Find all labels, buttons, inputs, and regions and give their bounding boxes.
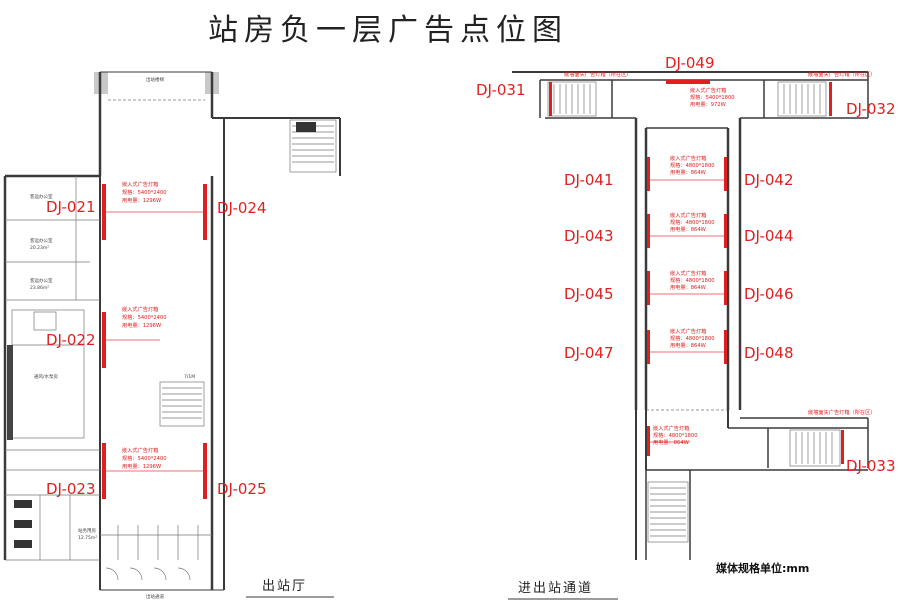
svg-text:用电量：1296W: 用电量：1296W [122,196,161,204]
ad-box-dj046 [724,271,727,305]
room-label-stair: 7/1M [184,374,195,380]
room-label-office3-area: 23.86m² [30,285,49,291]
note-corner-lower: 嵌墙面矢广告灯箱（所在区） [808,408,875,416]
svg-text:嵌入式广告灯箱: 嵌入式广告灯箱 [670,154,706,162]
note-dj022: 嵌入式广告灯箱 规格：5400*2400 用电量：1296W [122,305,167,329]
svg-text:规格：5400*2400: 规格：5400*2400 [122,313,167,321]
ad-box-dj021 [102,184,106,240]
left-plan: 出站楼梯 客运办公室 客运办公室 20.23m² 客运办公室 23.86m² 通… [3,71,341,600]
unit-note: 媒体规格单位:mm [715,561,809,575]
note-dj041: 嵌入式广告灯箱 规格：4800*1800 用电量：864W [670,154,715,176]
marker-dj021: DJ-021 [46,198,95,216]
svg-text:规格：4800*1800: 规格：4800*1800 [670,334,715,342]
marker-dj044: DJ-044 [744,227,793,245]
svg-text:规格：4800*1800: 规格：4800*1800 [670,161,715,169]
ad-box-dj025 [203,443,207,499]
room-label-office2: 客运办公室 [30,237,53,244]
room-label-room-bottom-area: 12.75m² [78,535,97,541]
svg-text:规格：4800*1800: 规格：4800*1800 [670,276,715,284]
svg-text:用电量：1296W: 用电量：1296W [122,462,161,470]
svg-text:用电量：864W: 用电量：864W [670,225,706,233]
svg-text:用电量：864W: 用电量：864W [670,283,706,291]
ad-box-dj042 [724,157,727,191]
svg-text:用电量：1296W: 用电量：1296W [122,321,161,329]
svg-text:嵌入式广告灯箱: 嵌入式广告灯箱 [670,211,706,219]
marker-dj041: DJ-041 [564,171,613,189]
ad-box-dj024 [203,184,207,240]
svg-text:规格：5400*2400: 规格：5400*2400 [122,188,167,196]
note-top: 嵌入式广告灯箱 规格：5400*1800 用电量：972W [690,86,735,108]
right-plan: 嵌入式广告灯箱 规格：4800*1800 用电量：864W 嵌入式广告灯箱 规格… [476,54,895,600]
page-title: 站房负一层广告点位图 [208,13,568,48]
ad-box-dj031 [549,82,552,116]
marker-dj042: DJ-042 [744,171,793,189]
ad-box-dj047 [647,330,650,364]
marker-dj048: DJ-048 [744,344,793,362]
room-label-office3: 客运办公室 [30,277,53,284]
ad-box-dj022 [102,312,106,368]
room-label-top-exit: 出站楼梯 [146,76,164,83]
marker-dj043: DJ-043 [564,227,613,245]
marker-dj046: DJ-046 [744,285,793,303]
svg-text:嵌入式广告灯箱: 嵌入式广告灯箱 [670,269,706,277]
ad-box-dj048 [724,330,727,364]
note-corner-right: 嵌墙面矢广告灯箱（所在区） [808,70,875,78]
svg-text:用电量：864W: 用电量：864W [653,438,689,446]
svg-text:嵌入式广告灯箱: 嵌入式广告灯箱 [670,327,706,335]
ad-box-dj023 [102,443,106,499]
marker-dj024: DJ-024 [217,199,266,217]
marker-dj025: DJ-025 [217,480,266,498]
caption-left: 出站厅 [262,579,307,594]
marker-dj022: DJ-022 [46,331,95,349]
svg-text:规格：4800*1800: 规格：4800*1800 [670,218,715,226]
marker-dj032: DJ-032 [846,100,895,118]
svg-text:嵌入式广告灯箱: 嵌入式广告灯箱 [122,446,158,454]
ad-box-dj044 [724,214,727,248]
caption-right: 进出站通道 [518,581,593,596]
marker-dj049: DJ-049 [665,54,714,72]
room-label-room-bottom: 站务用房 [78,527,96,534]
marker-dj033: DJ-033 [846,457,895,475]
room-label-bottom: 出站通道 [146,593,164,600]
marker-dj023: DJ-023 [46,480,95,498]
note-dj023: 嵌入式广告灯箱 规格：5400*2400 用电量：1296W [122,446,167,470]
ad-box-lower [647,426,650,456]
ad-box-dj043 [647,214,650,248]
svg-text:嵌入式广告灯箱: 嵌入式广告灯箱 [653,424,689,432]
svg-text:用电量：864W: 用电量：864W [670,168,706,176]
marker-dj031: DJ-031 [476,81,525,99]
room-label-office2-area: 20.23m² [30,245,49,251]
note-dj047: 嵌入式广告灯箱 规格：4800*1800 用电量：864W [670,327,715,349]
svg-text:规格：5400*1800: 规格：5400*1800 [690,93,735,101]
note-dj045: 嵌入式广告灯箱 规格：4800*1800 用电量：864W [670,269,715,291]
room-label-equipment: 通风/水泵房 [34,373,59,380]
svg-text:嵌入式广告灯箱: 嵌入式广告灯箱 [122,180,158,188]
note-corner-left: 嵌墙面矢广告灯箱（所在区） [564,70,631,78]
svg-text:用电量：864W: 用电量：864W [670,341,706,349]
note-lower: 嵌入式广告灯箱 规格：4800*1800 用电量：864W [653,424,698,446]
note-dj043: 嵌入式广告灯箱 规格：4800*1800 用电量：864W [670,211,715,233]
svg-text:嵌入式广告灯箱: 嵌入式广告灯箱 [690,86,726,94]
room-label-office1: 客运办公室 [30,193,53,200]
ad-box-dj033 [841,430,844,464]
svg-text:用电量：972W: 用电量：972W [690,100,726,108]
ad-box-dj041 [647,157,650,191]
marker-dj047: DJ-047 [564,344,613,362]
ad-box-dj032 [829,82,832,116]
note-dj021: 嵌入式广告灯箱 规格：5400*2400 用电量：1296W [122,180,167,204]
svg-text:嵌入式广告灯箱: 嵌入式广告灯箱 [122,305,158,313]
marker-dj045: DJ-045 [564,285,613,303]
svg-text:规格：4800*1800: 规格：4800*1800 [653,431,698,439]
svg-text:规格：5400*2400: 规格：5400*2400 [122,454,167,462]
ad-box-dj045 [647,271,650,305]
ad-box-dj049 [666,80,710,84]
